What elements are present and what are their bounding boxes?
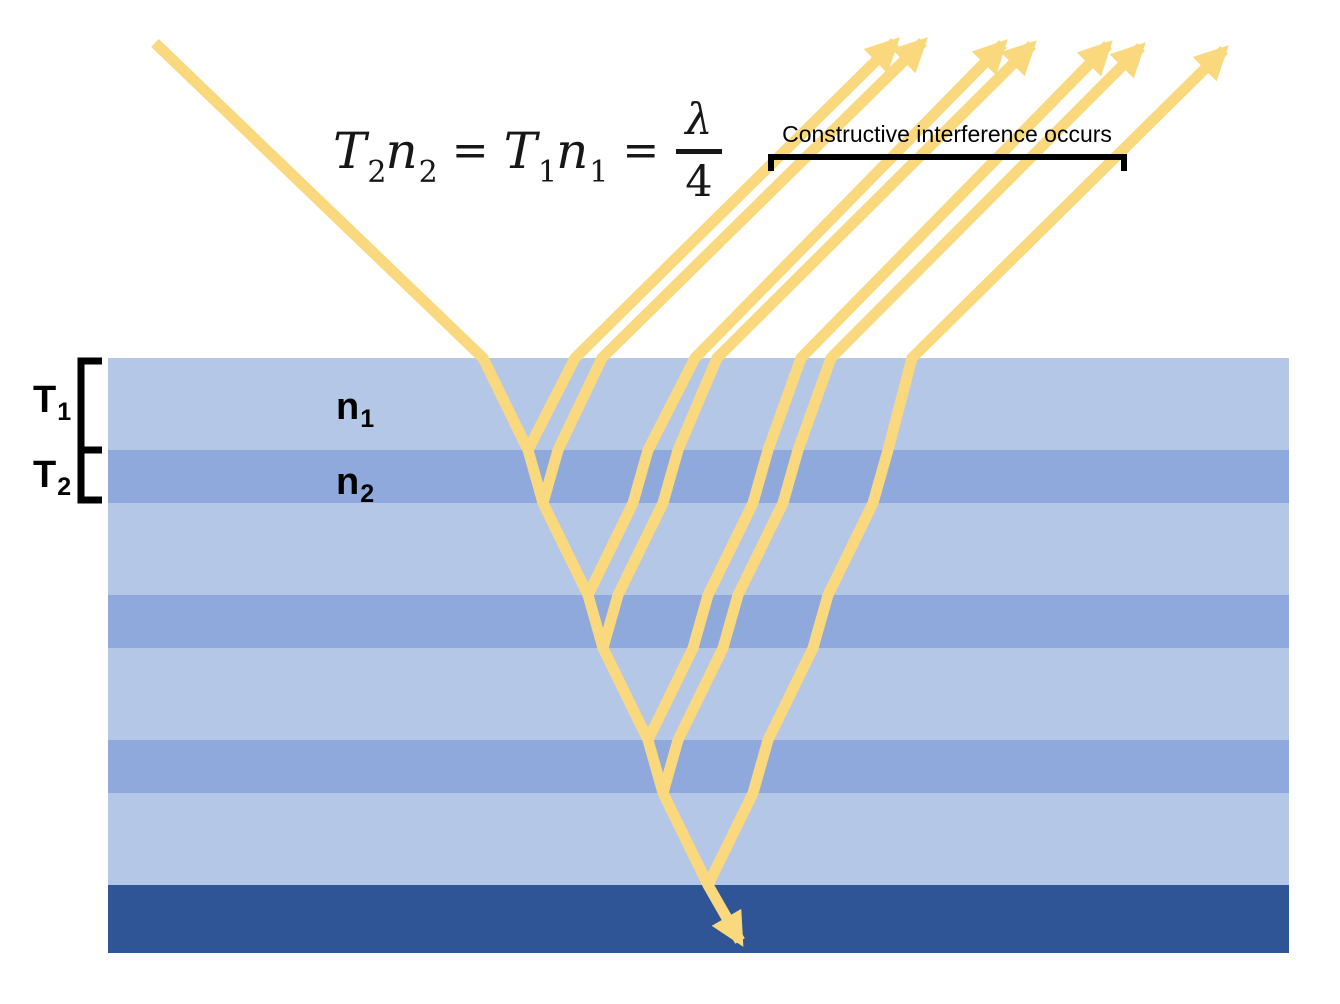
reflected-ray-1 <box>523 37 900 453</box>
eq-term-T2: T2 <box>333 122 387 190</box>
thickness-bracket <box>77 357 102 504</box>
reflected-ray-6 <box>657 42 1146 795</box>
thickness-label-T2: T2 <box>33 454 72 501</box>
interference-bracket <box>768 154 1127 171</box>
quarter-wave-equation: T2 n2 = T1 n1 = λ 4 <box>333 95 722 207</box>
layer-film-n2-3 <box>108 740 1289 793</box>
thickness-label-T1: T1 <box>33 379 72 426</box>
eq-term-n2: n2 <box>385 122 438 190</box>
reflected-ray-5 <box>643 40 1113 743</box>
fraction-denominator: 4 <box>685 156 713 207</box>
incident-and-transmitted-ray <box>151 39 745 947</box>
reflected-ray-4 <box>597 40 1037 650</box>
equals-sign-2: = <box>622 125 660 176</box>
equals-sign-1: = <box>451 125 489 176</box>
index-label-n1: n1 <box>336 386 375 433</box>
layer-film-n2-1 <box>108 450 1289 503</box>
layer-substrate <box>108 885 1289 953</box>
reflected-ray-3 <box>583 39 1008 598</box>
eq-term-n1: n1 <box>556 122 609 190</box>
index-label-n2: n2 <box>336 461 375 508</box>
fraction-bar <box>676 148 722 154</box>
constructive-interference-label: Constructive interference occurs <box>782 121 1112 147</box>
eq-term-T1: T1 <box>503 122 558 190</box>
lambda-symbol: λ <box>685 94 713 145</box>
reflected-ray-2 <box>537 37 928 505</box>
eq-fraction-lambda-over-4: λ 4 <box>676 94 722 207</box>
layer-film-n1-2 <box>108 503 1289 595</box>
reflected-ray-7 <box>703 45 1229 888</box>
